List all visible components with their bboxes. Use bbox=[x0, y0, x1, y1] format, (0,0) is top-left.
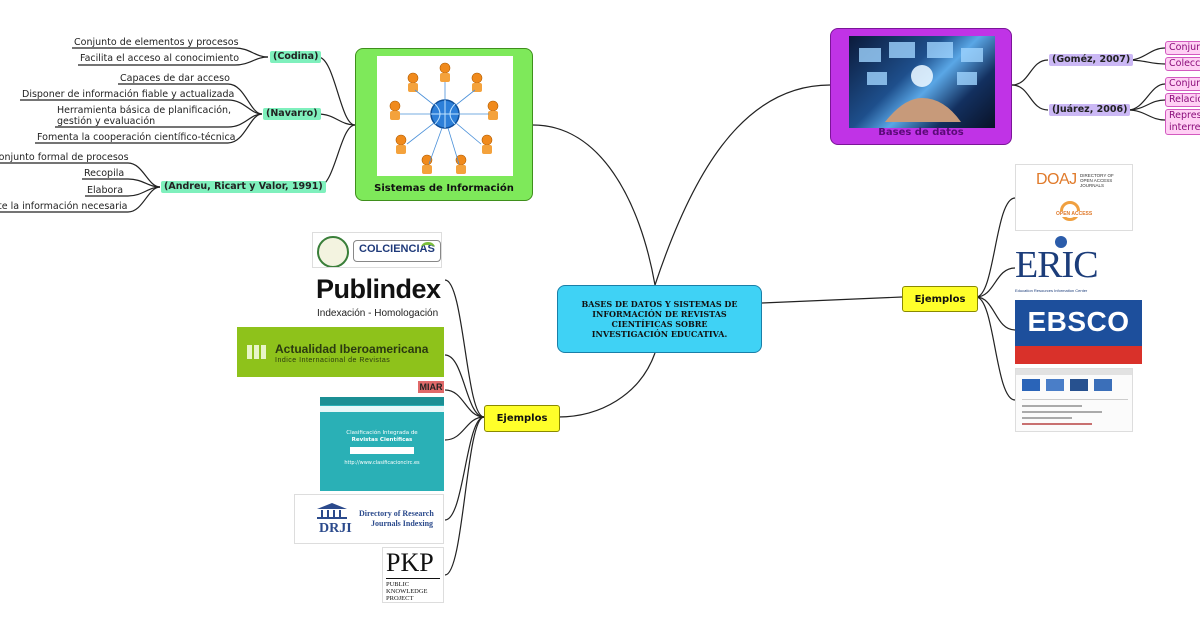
publindex-subtitle: Indexación - Homologación bbox=[317, 308, 439, 319]
books-icon bbox=[247, 345, 267, 359]
miar-label[interactable]: MIAR bbox=[418, 381, 444, 393]
navarro-item-2[interactable]: Disponer de información fiable y actuali… bbox=[22, 89, 235, 100]
actualidad-iberoamericana-logo[interactable]: Actualidad Iberoamericana Indice Interna… bbox=[237, 327, 444, 377]
juarez-item-2[interactable]: Relacio bbox=[1165, 93, 1200, 107]
drji-logo[interactable]: DRJI Directory of Research Journals Inde… bbox=[294, 494, 444, 544]
eric-text: ERIC bbox=[1015, 244, 1099, 286]
central-topic[interactable]: BASES DE DATOS Y SISTEMAS DE INFORMACIÓN… bbox=[557, 285, 762, 353]
circ-screenshot[interactable]: Clasificación Integrada de Revistas Cien… bbox=[320, 397, 444, 491]
andreu-item-2[interactable]: Recopila bbox=[84, 168, 125, 179]
drji-name-2: Journals Indexing bbox=[371, 519, 434, 528]
drji-text: DRJI bbox=[319, 521, 352, 536]
cite-navarro[interactable]: (Navarro) bbox=[263, 108, 321, 120]
cite-andreu[interactable]: (Andreu, Ricart y Valor, 1991) bbox=[161, 181, 326, 193]
navarro-item-4[interactable]: Fomenta la cooperación científico-técnic… bbox=[37, 132, 236, 143]
navarro-item-3a[interactable]: Herramienta básica de planificación, bbox=[57, 105, 232, 116]
codina-item-2[interactable]: Facilita el acceso al conocimiento bbox=[80, 53, 240, 64]
circ-title: Clasificación Integrada de bbox=[346, 430, 418, 436]
digital-hand-illustration bbox=[849, 36, 995, 128]
building-icon bbox=[317, 503, 347, 519]
bases-datos-node[interactable]: Bases de datos bbox=[830, 28, 1012, 145]
network-people-illustration bbox=[377, 56, 513, 176]
doaj-text: DOAJ bbox=[1036, 171, 1077, 188]
cite-codina[interactable]: (Codina) bbox=[270, 51, 322, 63]
colciencias-logo[interactable]: COLCIENCIAS bbox=[312, 232, 442, 268]
drji-name: Directory of Research bbox=[359, 509, 434, 518]
ebsco-logo[interactable]: EBSCO bbox=[1015, 300, 1142, 364]
juarez-item-1[interactable]: Conjunt bbox=[1165, 77, 1200, 91]
ejemplos-right-node[interactable]: Ejemplos bbox=[902, 286, 978, 312]
publindex-text: Publindex bbox=[316, 274, 441, 304]
juarez-item-3-line-2: interrela bbox=[1169, 122, 1200, 133]
sistemas-title: Sistemas de Información bbox=[374, 183, 514, 194]
eric-logo[interactable]: ERIC Education Resources Information Cen… bbox=[1015, 234, 1099, 298]
circ-url: http://www.clasificacioncirc.es bbox=[344, 460, 420, 466]
actualidad-text: Actualidad Iberoamericana bbox=[275, 342, 429, 356]
pkp-logo[interactable]: PKP PUBLIC KNOWLEDGE PROJECT bbox=[382, 547, 444, 603]
swoosh-icon bbox=[421, 242, 435, 253]
publindex-logo[interactable]: Publindex Indexación - Homologación bbox=[312, 270, 444, 322]
open-access-text: OPEN ACCESS bbox=[1056, 211, 1093, 217]
ebsco-text: EBSCO bbox=[1027, 306, 1130, 337]
cite-gomez[interactable]: (Goméz, 2007) bbox=[1049, 54, 1134, 66]
andreu-item-3[interactable]: Elabora bbox=[87, 185, 124, 196]
codina-item-1[interactable]: Conjunto de elementos y procesos bbox=[74, 37, 239, 48]
juarez-item-3[interactable]: Represe interrela bbox=[1165, 109, 1200, 135]
navarro-item-3b[interactable]: gestión y evaluación bbox=[57, 116, 156, 127]
pkp-text: PKP bbox=[386, 548, 434, 577]
andreu-item-1[interactable]: Conjunto formal de procesos bbox=[0, 152, 129, 163]
circ-title-2: Revistas Científicas bbox=[351, 437, 413, 443]
ejemplos-left-node[interactable]: Ejemplos bbox=[484, 405, 560, 432]
colciencias-text: COLCIENCIAS bbox=[359, 243, 435, 255]
andreu-item-4[interactable]: te la información necesaria bbox=[0, 201, 128, 212]
gomez-item-1[interactable]: Conjunt bbox=[1165, 41, 1200, 55]
actualidad-subtitle: Indice Internacional de Revistas bbox=[275, 357, 391, 364]
bases-title: Bases de datos bbox=[878, 127, 964, 138]
navarro-item-1[interactable]: Capaces de dar acceso bbox=[120, 73, 230, 84]
sistemas-informacion-node[interactable]: Sistemas de Información bbox=[355, 48, 533, 201]
gomez-item-2[interactable]: Colecció bbox=[1165, 57, 1200, 71]
eric-globe-icon bbox=[1055, 236, 1067, 248]
juarez-item-3-line-1: Represe bbox=[1169, 110, 1200, 121]
colombia-seal-icon bbox=[317, 236, 349, 267]
circ-search-box bbox=[350, 447, 414, 454]
database-website-screenshot[interactable] bbox=[1015, 368, 1133, 432]
cite-juarez[interactable]: (Juárez, 2006) bbox=[1049, 104, 1131, 116]
eric-subtitle: Education Resources Information Center bbox=[1015, 288, 1088, 293]
pkp-subtitle: PUBLIC KNOWLEDGE PROJECT bbox=[386, 581, 428, 602]
